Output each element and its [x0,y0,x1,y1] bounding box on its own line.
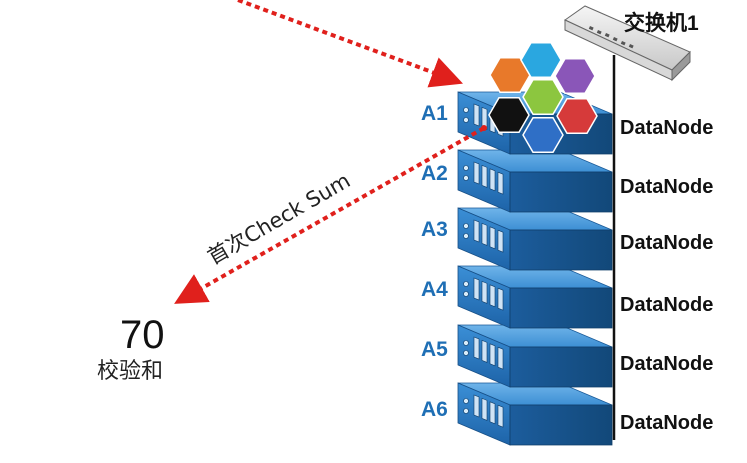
server-label-a6: A6 [421,398,448,421]
datanode-label-a1: DataNode [620,117,713,139]
server-a5 [457,324,613,388]
server-a2 [457,149,613,213]
switch-icon [564,5,691,82]
server-a4 [457,265,613,329]
hexagon-cluster-icon [488,41,598,154]
hexagon-icon [520,41,562,79]
server-label-a4: A4 [421,278,448,301]
checksum-arrow-origin [481,125,487,131]
server-stack: A6 A5 A4 A3 A2 A1 [421,91,613,446]
switch-label: 交换机1 [624,11,699,35]
server-label-a3: A3 [421,218,448,241]
datanode-label-a4: DataNode [620,294,713,316]
server-label-a2: A2 [421,162,448,185]
checksum-value: 70 [120,313,165,357]
datanode-label-a6: DataNode [620,412,713,434]
server-label-a5: A5 [421,338,448,361]
hexagon-icon [556,97,598,135]
checksum-arrow-label: 首次Check Sum [204,168,355,269]
hexagon-icon [522,78,564,116]
datanode-label-a2: DataNode [620,176,713,198]
datanode-label-a3: DataNode [620,232,713,254]
server-a3 [457,207,613,271]
hexagon-icon [554,57,596,95]
incoming-arrow [237,0,463,88]
hexagon-icon [522,116,564,154]
hexagon-icon [489,56,531,94]
server-a6 [457,382,613,446]
datanode-label-a5: DataNode [620,353,713,375]
checksum-label: 校验和 [97,359,163,384]
checksum-arrow [174,126,485,304]
server-label-a1: A1 [421,102,448,125]
hexagon-icon [488,96,530,134]
